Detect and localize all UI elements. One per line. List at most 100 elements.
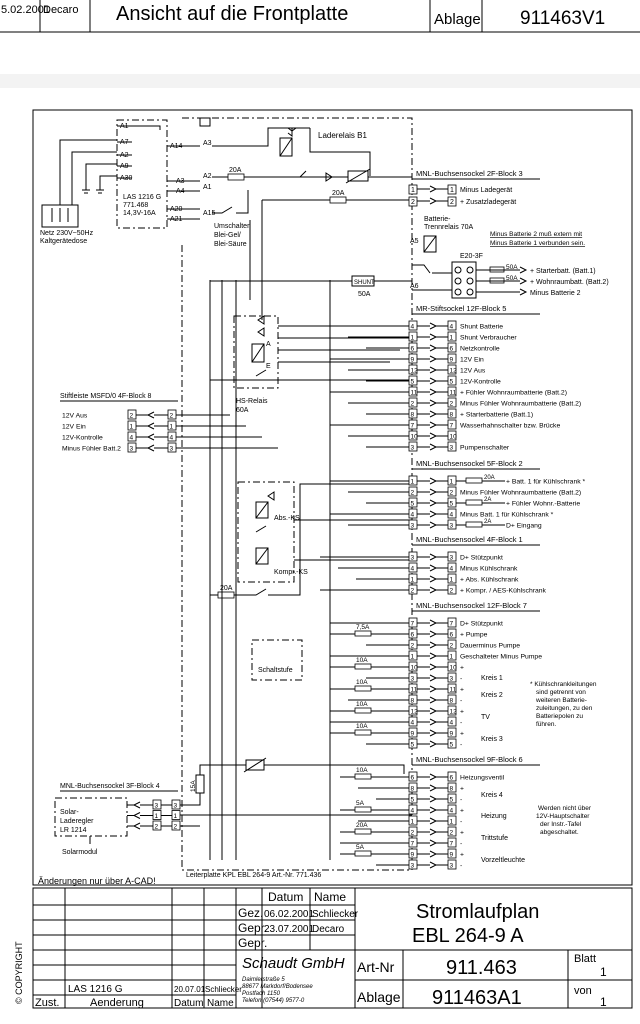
connector-symbol	[429, 553, 438, 561]
pin-number: 11	[411, 390, 418, 397]
pin-label: Dauerminus Pumpe	[460, 643, 520, 650]
connector-symbol	[429, 432, 438, 440]
pin-number: 4	[450, 720, 454, 727]
pin-number: 6	[450, 775, 454, 782]
pin-number: 8	[411, 698, 415, 705]
fuse-label: 2A	[484, 519, 491, 525]
charger-article: 771.468	[123, 202, 148, 209]
fuse	[465, 477, 483, 484]
pin-number: 1	[450, 187, 454, 194]
connector-symbol	[429, 344, 438, 352]
fuse-label: 20A	[356, 822, 368, 829]
connector-symbol	[429, 740, 438, 748]
pin-label: + Starterbatt. (Batt.1)	[530, 268, 596, 275]
hs-pin-e: E	[266, 363, 271, 370]
pin-number: 1	[450, 577, 454, 584]
drawing-subtitle: EBL 264-9 A	[412, 925, 524, 947]
ablage-label: Ablage	[357, 989, 401, 1005]
connector-symbol	[429, 817, 438, 825]
block7-note: zuleitungen, zu den	[536, 705, 593, 712]
charger-model: LAS 1216 G	[123, 194, 161, 201]
pin-number: 1	[411, 577, 415, 584]
pin-number: 10	[450, 434, 458, 441]
changes-note: Änderungen nur über A-CAD!	[38, 876, 156, 886]
fuse-label: 20A	[332, 190, 345, 197]
fuse	[354, 850, 372, 857]
pin-number: 8	[450, 786, 454, 793]
pin-label: Minus Batterie 2	[530, 290, 581, 297]
mains-label-2: Kaltgerätedose	[40, 238, 87, 245]
pin-box	[152, 820, 162, 831]
pin-label: 12V Aus	[460, 368, 486, 375]
pin-number: 8	[450, 412, 454, 419]
pin-label: + Starterbatterie (Batt.1)	[460, 412, 533, 419]
pin-number: 12	[411, 368, 419, 375]
block6-note: der Instr.-Tafel	[540, 821, 582, 828]
fuse	[354, 828, 372, 835]
pin-number: 8	[450, 698, 454, 705]
battery-note: Minus Batterie 2 muß extern mit	[490, 231, 582, 238]
pin-label: Pumpenschalter	[460, 445, 510, 452]
pin-number: 10	[411, 665, 419, 672]
connector-symbol	[429, 488, 438, 496]
pin-number: 6	[411, 346, 415, 353]
connector-symbol	[429, 477, 438, 485]
connector-symbol	[429, 707, 438, 715]
block8-title: Stiftleiste MSFD/0 4F-Block 8	[60, 393, 152, 400]
charger-pin: A30	[120, 175, 133, 182]
block6-note: Werden nicht über	[538, 805, 592, 812]
pin-number: 12	[450, 368, 458, 375]
fuse-label: 50A	[506, 275, 518, 282]
kreis-label: Kreis 3	[481, 736, 503, 743]
connector-symbol	[429, 322, 438, 330]
company-name: Schaudt GmbH	[242, 955, 345, 972]
ablage-value: 911463A1	[432, 987, 522, 1009]
header-ablage-label: Ablage	[434, 11, 481, 28]
pin-number: 4	[130, 435, 134, 442]
pin-number: 7	[411, 423, 415, 430]
pin-number: 2	[450, 199, 454, 206]
relay-pin: A2	[203, 173, 212, 180]
pin-label: -	[460, 819, 462, 826]
pin-label: Minus Batt. 1 für Kühlschrank *	[460, 512, 554, 519]
pin-number: 2	[411, 830, 415, 837]
block3-title: MNL-Buchsensockel 2F-Block 3	[416, 169, 523, 178]
pin-label: +	[460, 808, 464, 815]
artnr-label: Art-Nr	[357, 959, 395, 975]
gez-date: 06.02.2001	[264, 909, 314, 920]
connector-symbol	[429, 575, 438, 583]
pin-number: 2	[411, 401, 415, 408]
connector-symbol	[146, 444, 155, 452]
copyright: © COPYRIGHT	[14, 941, 24, 1004]
pin-label: Minus Fühler Wohnraumbatterie (Batt.2)	[460, 490, 581, 497]
charger-unit: A1 A7 A2 A9 A30 LAS 1216 G 771.468 14,3V…	[40, 119, 200, 245]
header-ablage-value: 911463V1	[520, 8, 605, 29]
pin-number: 2	[130, 413, 134, 420]
pin-label: +	[460, 786, 464, 793]
pin-number: 2	[170, 413, 174, 420]
pin-label: +	[460, 731, 464, 738]
company-address: 88677 Markdorf/Bodensee	[242, 984, 313, 990]
connector-symbol	[132, 801, 141, 809]
trennrelais-label: Trennrelais 70A	[424, 224, 473, 231]
pin-label: + Fühler Wohnraumbatterie (Batt.2)	[460, 390, 567, 397]
connector-symbol	[429, 619, 438, 627]
connector-symbol	[429, 366, 438, 374]
block5-title: MR-Stiftsockel 12F-Block 5	[416, 304, 506, 313]
pin-label: +	[460, 830, 464, 837]
fuse-label: 10A	[356, 701, 368, 708]
block6-title: MNL-Buchsensockel 9F-Block 6	[416, 755, 523, 764]
gepr-date: 23.07.2001	[264, 924, 314, 935]
pin-a5: A5	[410, 238, 419, 245]
pin-number: 12	[450, 709, 458, 716]
kreis-label: Kreis 1	[481, 675, 503, 682]
connector-symbol	[429, 674, 438, 682]
fuse-label: 10A	[356, 679, 368, 686]
pin-label: + Wohnraumbatt. (Batt.2)	[530, 279, 609, 286]
pin-number: 4	[170, 435, 174, 442]
connector-symbol	[429, 641, 438, 649]
pin-label: Shunt Verbraucher	[460, 335, 517, 342]
blatt-value: 1	[600, 965, 607, 979]
fuse	[354, 707, 372, 714]
pin-number: 2	[450, 401, 454, 408]
